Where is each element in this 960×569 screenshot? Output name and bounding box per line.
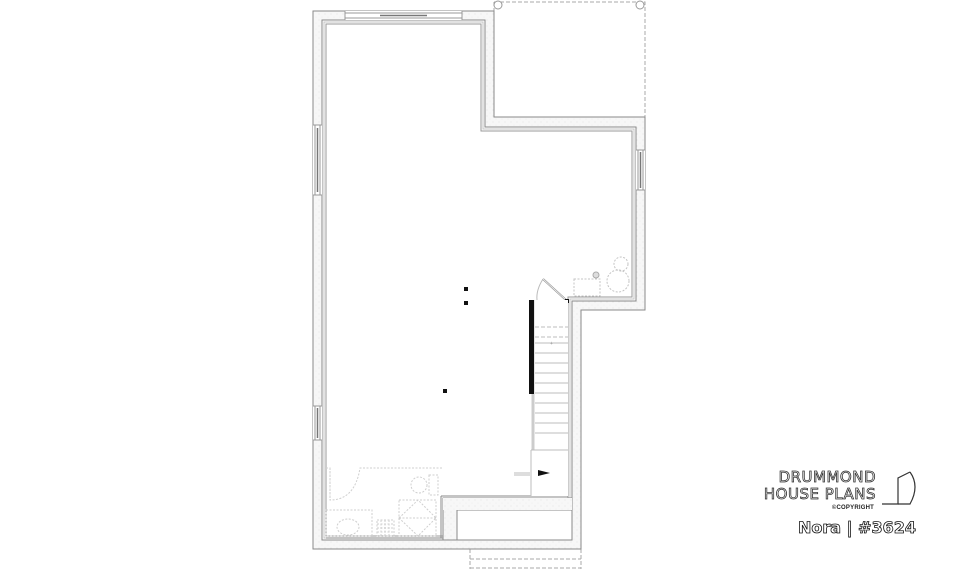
post-1 — [464, 287, 468, 291]
post-3 — [443, 389, 447, 393]
plan-name-label: Nora | #3624 — [798, 518, 917, 538]
staircase: + — [514, 300, 568, 496]
floor-drain — [592, 271, 600, 279]
exterior-step-outline — [469, 549, 582, 569]
svg-text:+: + — [550, 341, 553, 347]
brand-name-line1: DRUMMOND — [778, 468, 876, 486]
arrow-right-icon — [538, 470, 550, 476]
stair-railing — [529, 300, 534, 394]
deck-post-right — [635, 0, 645, 10]
foundation-walls — [312, 10, 646, 550]
copyright-label: ©COPYRIGHT — [831, 505, 874, 511]
window-top — [344, 11, 463, 20]
deck-outline — [493, 1, 646, 117]
interior-wall-line — [325, 23, 633, 537]
mechanical-fixtures — [573, 256, 630, 297]
brand-name-line2: HOUSE PLANS — [763, 485, 876, 503]
deck-post-left — [493, 0, 503, 10]
window-left-upper — [313, 124, 322, 196]
cold-room — [456, 509, 573, 541]
door-swing — [536, 278, 544, 301]
bathroom-fixtures — [325, 467, 443, 537]
brand-block: DRUMMOND HOUSE PLANS ©COPYRIGHT Nora | #… — [752, 468, 922, 538]
window-right — [636, 149, 645, 191]
window-left-lower — [313, 405, 322, 441]
drummond-d-logo-icon — [882, 471, 916, 505]
post-2 — [464, 301, 468, 305]
